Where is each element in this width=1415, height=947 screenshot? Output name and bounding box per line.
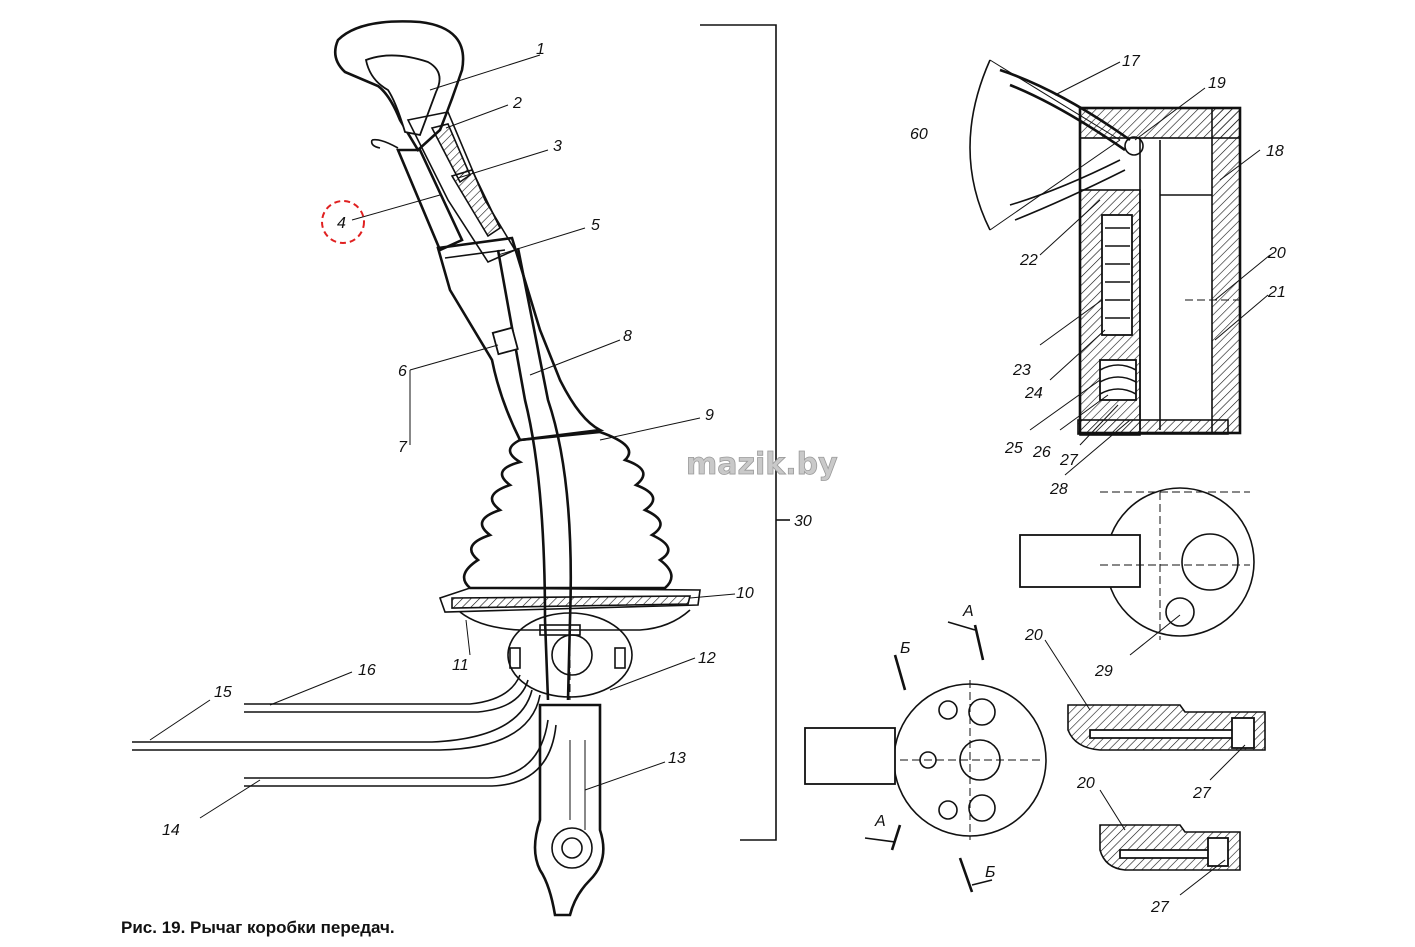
label-27a: 27 <box>1059 452 1079 469</box>
label-6: 6 <box>398 363 407 380</box>
label-5: 5 <box>591 217 600 234</box>
rod-14 <box>244 719 549 779</box>
section-20-27 <box>1067 704 1266 871</box>
label-29: 29 <box>1094 663 1113 680</box>
label-25: 25 <box>1004 440 1023 457</box>
label-13: 13 <box>668 750 686 767</box>
watermark: mazik.by <box>686 447 838 482</box>
label-20a: 20 <box>1267 245 1286 262</box>
main-lever-view <box>132 20 701 917</box>
figure-caption: Рис. 19. Рычаг коробки передач. <box>121 918 395 937</box>
mark-b-bottom: Б <box>985 864 995 881</box>
part-labels: 1 2 3 4 5 6 7 8 9 10 11 12 13 14 15 16 1… <box>162 41 1286 916</box>
label-28: 28 <box>1049 481 1068 498</box>
bellows-boot <box>462 430 673 590</box>
view-29 <box>1019 487 1255 640</box>
dimension-30 <box>700 24 790 841</box>
label-4: 4 <box>337 215 346 232</box>
mark-a-bottom: А <box>874 813 886 830</box>
label-16: 16 <box>358 662 376 679</box>
mark-a-top: А <box>962 603 974 620</box>
label-60: 60 <box>910 126 928 143</box>
label-27b: 27 <box>1192 785 1212 802</box>
label-11: 11 <box>452 657 469 674</box>
rod-16 <box>244 674 521 705</box>
label-19: 19 <box>1208 75 1226 92</box>
lever-housing <box>436 236 605 442</box>
view-a-b <box>804 621 1047 893</box>
label-9: 9 <box>705 407 714 424</box>
label-14: 14 <box>162 822 180 839</box>
label-18: 18 <box>1266 143 1284 160</box>
section-view-top <box>969 59 1242 436</box>
label-1: 1 <box>536 41 545 58</box>
label-10: 10 <box>736 585 754 602</box>
knob-inner <box>364 54 441 137</box>
section-mark-labels: А А Б Б <box>874 603 995 881</box>
rod-15 <box>132 689 533 743</box>
label-7: 7 <box>398 439 408 456</box>
label-20c: 20 <box>1076 775 1095 792</box>
label-24: 24 <box>1024 385 1043 402</box>
label-12: 12 <box>698 650 716 667</box>
label-27c: 27 <box>1150 899 1170 916</box>
label-15: 15 <box>214 684 232 701</box>
mark-b-top: Б <box>900 640 910 657</box>
label-20b: 20 <box>1024 627 1043 644</box>
label-30: 30 <box>794 513 812 530</box>
label-22: 22 <box>1019 252 1038 269</box>
label-17: 17 <box>1122 53 1141 70</box>
label-2: 2 <box>512 95 522 112</box>
lower-arm <box>533 703 605 917</box>
knob <box>333 20 465 153</box>
label-8: 8 <box>623 328 632 345</box>
label-21: 21 <box>1267 284 1286 301</box>
highlight-circle <box>321 200 365 244</box>
label-26: 26 <box>1032 444 1051 461</box>
label-3: 3 <box>553 138 562 155</box>
leader-lines <box>149 54 1271 896</box>
label-23: 23 <box>1012 362 1031 379</box>
